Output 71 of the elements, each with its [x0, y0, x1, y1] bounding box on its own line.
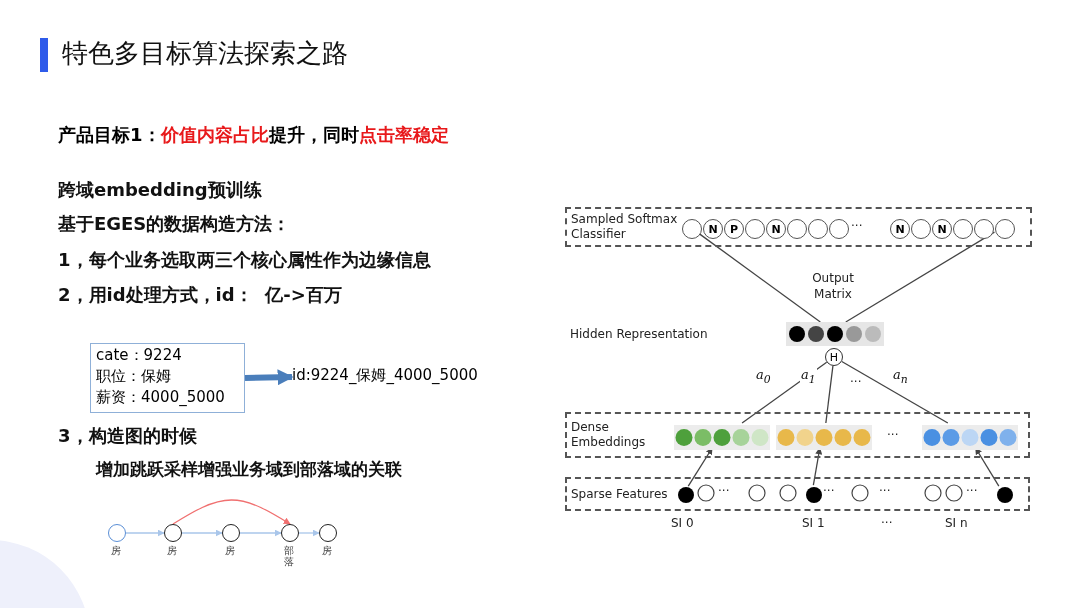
- active-feature-dot: [806, 487, 822, 503]
- slide-text: 2，用id处理方式，id： 亿->百万: [58, 283, 342, 307]
- ellipsis-text: ···: [823, 484, 835, 498]
- connector-line: [845, 231, 996, 323]
- graph-node-circle: [281, 524, 299, 542]
- graph-node-circle: [222, 524, 240, 542]
- slide-text: 3，构造图的时候: [58, 424, 197, 448]
- graph-node-circle: [108, 524, 126, 542]
- diagram-label: SI 1: [802, 516, 825, 530]
- output-circle: [974, 219, 994, 239]
- slide-text: 1，每个业务选取两三个核心属性作为边缘信息: [58, 248, 431, 272]
- attribute-text-box: cate：9224 职位：保姆 薪资：4000_5000: [90, 343, 245, 413]
- slide-title: 特色多目标算法探索之路: [62, 37, 348, 70]
- diagram-label: SI 0: [671, 516, 694, 530]
- slide-text: 点击率稳定: [358, 124, 449, 145]
- graph-node-circle: [164, 524, 182, 542]
- output-circle: [682, 219, 702, 239]
- graph-node-circle: [319, 524, 337, 542]
- slide-text: 提升，同时: [268, 124, 359, 145]
- slide-text: 价值内容占比: [160, 124, 269, 145]
- output-circle: [953, 219, 973, 239]
- diagram-label: Output Matrix: [811, 270, 855, 302]
- arrow: [239, 529, 282, 537]
- node-caption: 房: [225, 545, 235, 556]
- node-caption: 房: [322, 545, 332, 556]
- layer-band: [565, 207, 1032, 247]
- connector-line: [825, 365, 834, 424]
- node-caption: 部落: [284, 545, 294, 567]
- output-circle: [745, 219, 765, 239]
- node-caption: 房: [111, 545, 121, 556]
- output-circle: [829, 219, 849, 239]
- edge-label: a$_{1}$: [800, 367, 817, 386]
- arrow: [244, 369, 294, 386]
- diagram-label: SI n: [945, 516, 968, 530]
- output-circle: [911, 219, 931, 239]
- slide-text: 基于EGES的数据构造方法：: [58, 212, 291, 236]
- connector-line: [741, 361, 828, 424]
- ellipsis-text: ···: [850, 375, 862, 389]
- output-circle: [808, 219, 828, 239]
- ellipsis-text: ···: [887, 428, 899, 442]
- output-circle: [787, 219, 807, 239]
- ellipsis-text: ···: [881, 516, 893, 530]
- ellipsis-text: ···: [879, 484, 891, 498]
- arrow: [125, 529, 165, 537]
- connector-line: [841, 360, 949, 424]
- active-feature-dot: [997, 487, 1013, 503]
- arrow: [181, 529, 223, 537]
- diagram-label: Hidden Representation: [570, 327, 708, 341]
- labeled-circle: P: [724, 219, 744, 239]
- ellipsis-text: ···: [851, 219, 863, 233]
- arrow: [172, 499, 291, 525]
- labeled-circle: N: [890, 219, 910, 239]
- ellipsis-text: ···: [718, 484, 730, 498]
- labeled-circle: N: [766, 219, 786, 239]
- labeled-circle: N: [932, 219, 952, 239]
- layer-label: Sampled Softmax Classifier: [571, 212, 679, 242]
- slide-text: 产品目标1：: [58, 124, 161, 145]
- id-text: id:9224_保姆_4000_5000: [292, 366, 507, 388]
- labeled-circle: N: [703, 219, 723, 239]
- slide-text: 增加跳跃采样增强业务域到部落域的关联: [96, 458, 402, 481]
- ellipsis-text: ···: [966, 484, 978, 498]
- layer-label: Dense Embeddings: [571, 420, 647, 450]
- arrow: [298, 529, 320, 537]
- output-circle: [995, 219, 1015, 239]
- layer-label: Sparse Features: [571, 486, 669, 502]
- node-caption: 房: [167, 545, 177, 556]
- slide-text: 跨域embedding预训练: [58, 178, 262, 202]
- layer-band: [565, 412, 1030, 458]
- active-feature-dot: [678, 487, 694, 503]
- h-node-circle: H: [825, 348, 843, 366]
- layer-band: [565, 477, 1030, 511]
